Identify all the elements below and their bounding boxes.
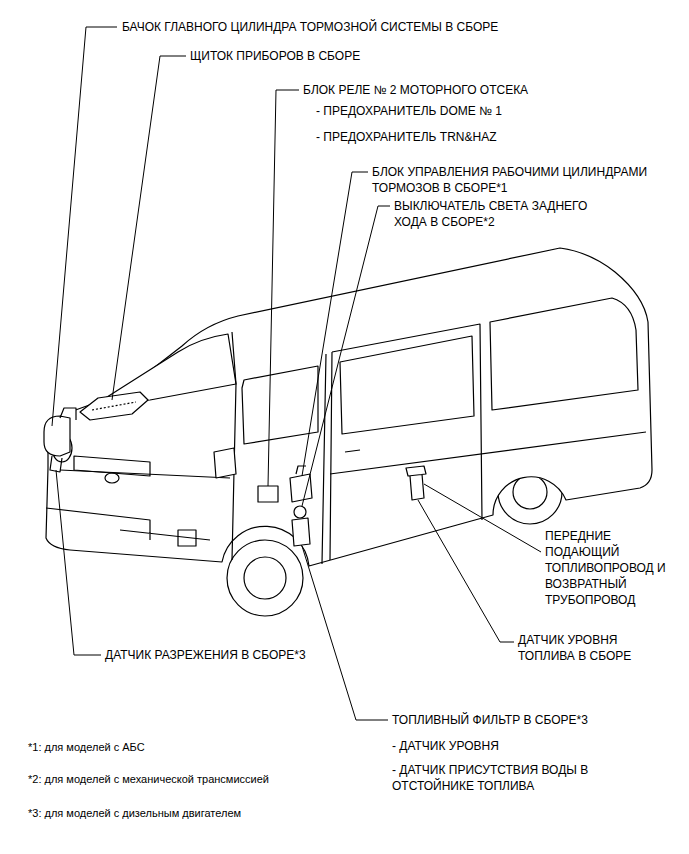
- part-label: ДАТЧИК УРОВНЯ ТОПЛИВА В СБОРЕ: [518, 632, 643, 664]
- instrument-panel-detail: [92, 402, 136, 410]
- sub-item: - ДАТЧИК УРОВНЯ: [392, 738, 499, 754]
- door-handle: [345, 450, 360, 452]
- footnote: *3: для моделей с дизельным двигателем: [28, 806, 241, 820]
- part-label: БЛОК РЕЛЕ № 2 МОТОРНОГО ОТСЕКА: [303, 82, 528, 98]
- instrument-panel: [80, 392, 148, 420]
- leader-line: [302, 206, 390, 506]
- leader-line: [302, 172, 368, 476]
- footnote: *1: для моделей с АБС: [28, 740, 145, 754]
- leader-line: [424, 484, 541, 552]
- part-label: ТОПЛИВНЫЙ ФИЛЬТР В СБОРЕ*3: [392, 712, 588, 728]
- fuel-filter: [292, 518, 310, 546]
- vacuum-sensor: [50, 456, 62, 472]
- part-label: ПЕРЕДНИЕ ПОДАЮЩИЙ ТОПЛИВОПРОВОД И ВОЗВРА…: [545, 528, 685, 608]
- leader-line: [52, 27, 117, 426]
- leader-line: [418, 500, 514, 642]
- van-body: [46, 248, 652, 566]
- fog-lamp: [178, 530, 196, 546]
- brake-actuator: [290, 466, 312, 502]
- sub-item: - ПРЕДОХРАНИТЕЛЬ TRN&HAZ: [316, 129, 496, 145]
- part-label: БЛОК УПРАВЛЕНИЯ РАБОЧИМИ ЦИЛИНДРАМИ ТОРМ…: [372, 164, 672, 196]
- master-cylinder: [44, 408, 76, 456]
- part-label: ДАТЧИК РАЗРЕЖЕНИЯ В СБОРЕ*3: [105, 647, 306, 663]
- reverse-switch: [294, 506, 306, 518]
- sliding-door-window: [340, 336, 474, 434]
- mirror: [214, 448, 236, 478]
- footnote: *2: для моделей с механической трансмисс…: [28, 772, 269, 786]
- rear-window: [490, 298, 638, 410]
- bumper: [46, 508, 210, 540]
- leader-line: [302, 546, 388, 720]
- front-door: [232, 332, 326, 564]
- sub-item: - ПРЕДОХРАНИТЕЛЬ DOME № 1: [316, 103, 502, 119]
- leader-line: [56, 470, 101, 655]
- windshield: [96, 334, 236, 404]
- body-line: [60, 432, 646, 478]
- fuel-sender: [406, 466, 426, 500]
- front-door-window: [242, 366, 318, 444]
- emblem: [105, 473, 119, 483]
- rear-wheel-rim: [513, 475, 547, 509]
- sub-item: - ДАТЧИК ПРИСУТСТВИЯ ВОДЫ В ОТСТОЙНИКЕ Т…: [392, 762, 595, 794]
- relay-block: [258, 486, 278, 502]
- front-wheel-rim: [244, 557, 286, 599]
- front-wheel: [227, 540, 303, 616]
- leader-line: [268, 90, 299, 486]
- part-label: ЩИТОК ПРИБОРОВ В СБОРЕ: [190, 48, 360, 64]
- part-label: БАЧОК ГЛАВНОГО ЦИЛИНДРА ТОРМОЗНОЙ СИСТЕМ…: [122, 19, 498, 35]
- leader-line: [112, 56, 186, 400]
- part-label: ВЫКЛЮЧАТЕЛЬ СВЕТА ЗАДНЕГО ХОДА В СБОРЕ*2: [394, 198, 616, 230]
- sliding-door: [330, 324, 482, 560]
